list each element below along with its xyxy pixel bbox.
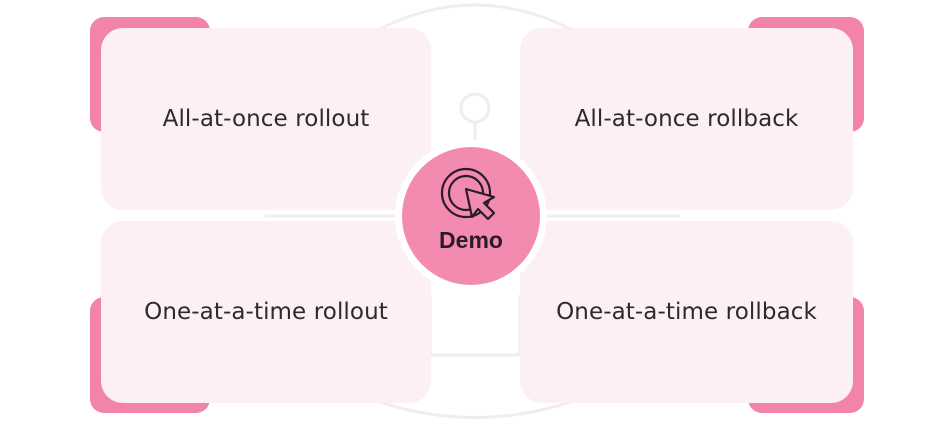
card-label: One-at-a-time rollout bbox=[144, 299, 388, 325]
demo-badge-inner: Demo bbox=[402, 147, 540, 285]
card-label: One-at-a-time rollback bbox=[556, 299, 817, 325]
card-all-at-once-rollout: All-at-once rollout bbox=[101, 28, 431, 210]
card-one-at-a-time-rollout: One-at-a-time rollout bbox=[101, 221, 431, 403]
demo-badge: Demo bbox=[395, 140, 547, 292]
demo-label: Demo bbox=[439, 227, 503, 253]
demo-cursor-icon bbox=[440, 167, 496, 221]
card-one-at-a-time-rollback: One-at-a-time rollback bbox=[520, 221, 853, 403]
card-label: All-at-once rollout bbox=[162, 106, 370, 132]
card-label: All-at-once rollback bbox=[574, 106, 799, 132]
card-all-at-once-rollback: All-at-once rollback bbox=[520, 28, 853, 210]
